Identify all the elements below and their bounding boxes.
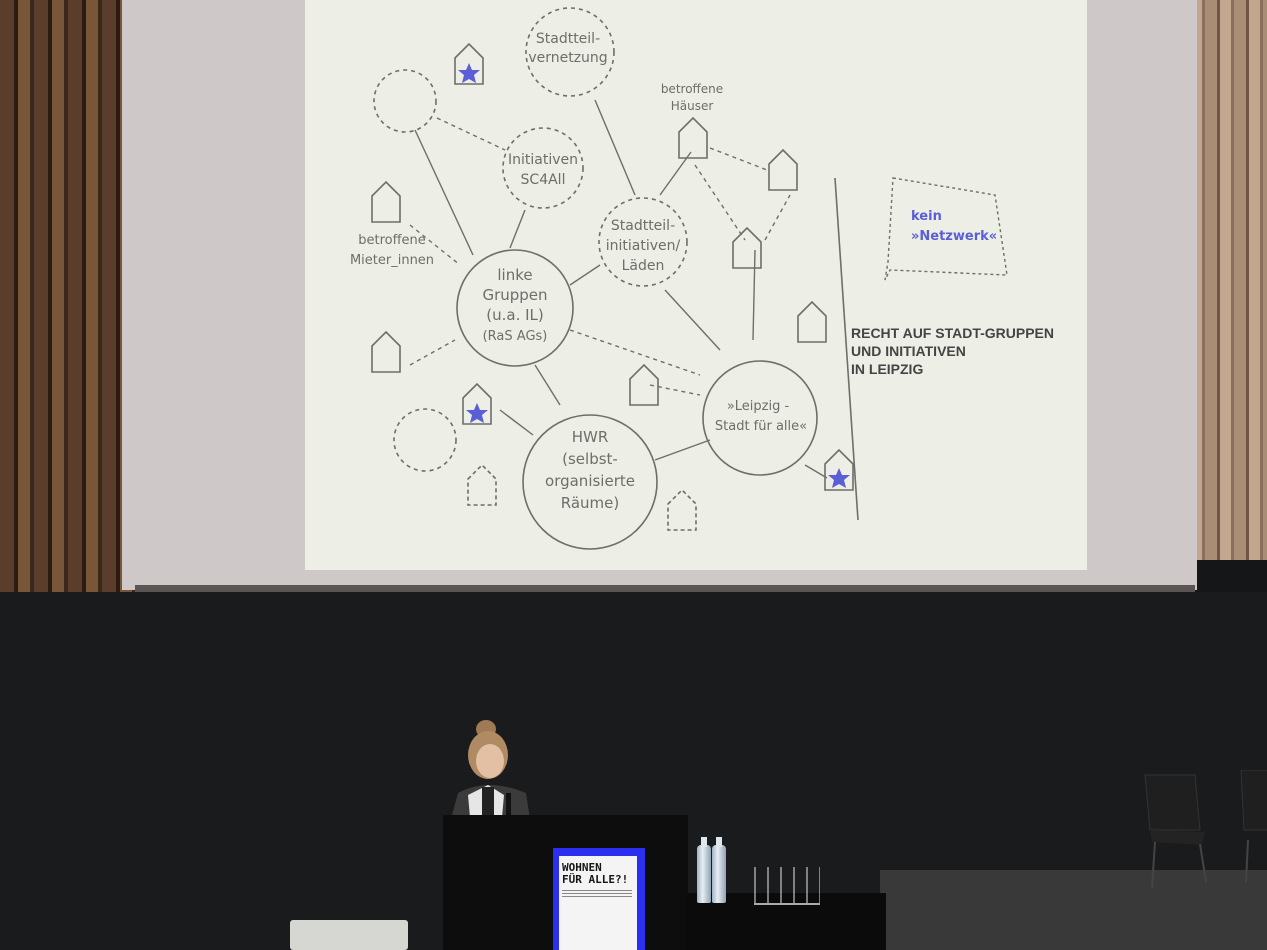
water-bottle	[712, 837, 726, 903]
node-initiativen-sc4all	[502, 127, 584, 209]
node-label: Läden	[622, 258, 665, 274]
label-betroffene-haeuser: Häuser	[671, 99, 714, 113]
node-label: Initiativen	[508, 152, 578, 168]
node-label: SC4All	[521, 172, 566, 188]
poster-title: WOHNEN FÜR ALLE?!	[562, 861, 629, 886]
star-icon	[458, 63, 480, 83]
slide-background	[305, 0, 1087, 570]
label-betroffene-mieter: Mieter_innen	[350, 253, 434, 268]
node-label: vernetzung	[528, 50, 607, 66]
node-label: »Leipzig -	[727, 399, 790, 414]
node-linke-gruppen	[456, 249, 574, 367]
water-bottle	[697, 837, 711, 903]
node-label: organisierte	[545, 472, 635, 490]
slide-heading: UND INITIATIVEN	[851, 343, 966, 359]
connection-lines	[414, 99, 828, 479]
node-label: Stadt für alle«	[715, 419, 807, 434]
node-stadtteil-vernetzung	[525, 7, 615, 97]
star-icon	[466, 403, 488, 423]
star-icons	[458, 63, 850, 488]
callout-text: kein	[911, 209, 942, 224]
node-label: (RaS AGs)	[483, 329, 548, 344]
projected-slide: Stadtteil- vernetzung Initiativen SC4All…	[305, 0, 1087, 570]
drinking-glasses	[754, 867, 820, 905]
node-label: initiativen/	[606, 238, 681, 254]
node-label: Gruppen	[482, 286, 547, 304]
wood-wall-left	[0, 0, 135, 595]
node-label: (selbst-	[562, 450, 618, 468]
screen-bottom-edge	[135, 585, 1195, 593]
node-label: HWR	[572, 428, 609, 446]
node-label: Stadtteil-	[611, 218, 675, 234]
podium-poster: WOHNEN FÜR ALLE?!	[553, 848, 645, 950]
chair	[1240, 770, 1267, 883]
empty-dashed-circle	[373, 69, 437, 133]
node-hwr	[522, 414, 658, 550]
divider-line	[834, 177, 859, 521]
slide-heading: IN LEIPZIG	[851, 361, 923, 377]
dashed-connections	[409, 117, 791, 396]
node-label: Stadtteil-	[536, 31, 600, 47]
chair	[1144, 774, 1207, 889]
slide-heading: RECHT AUF STADT-GRUPPEN	[851, 325, 1054, 341]
laptop	[290, 920, 408, 950]
poster-panel: WOHNEN FÜR ALLE?!	[559, 856, 637, 950]
callout-text: »Netzwerk«	[911, 229, 997, 244]
stage-floor	[880, 870, 1267, 950]
callout-box	[884, 177, 1008, 281]
network-diagram: Stadtteil- vernetzung Initiativen SC4All…	[305, 0, 1087, 570]
node-label: linke	[497, 266, 532, 284]
star-icon	[828, 468, 850, 488]
node-label: (u.a. IL)	[486, 306, 544, 324]
node-label: Räume)	[561, 494, 619, 512]
empty-dashed-circle	[393, 408, 457, 472]
poster-subtitle-lines	[562, 890, 632, 898]
node-stadtteil-initiativen	[598, 197, 688, 287]
label-betroffene-haeuser: betroffene	[661, 82, 723, 96]
label-betroffene-mieter: betroffene	[358, 233, 426, 248]
node-leipzig-stadt-fuer-alle	[702, 360, 818, 476]
